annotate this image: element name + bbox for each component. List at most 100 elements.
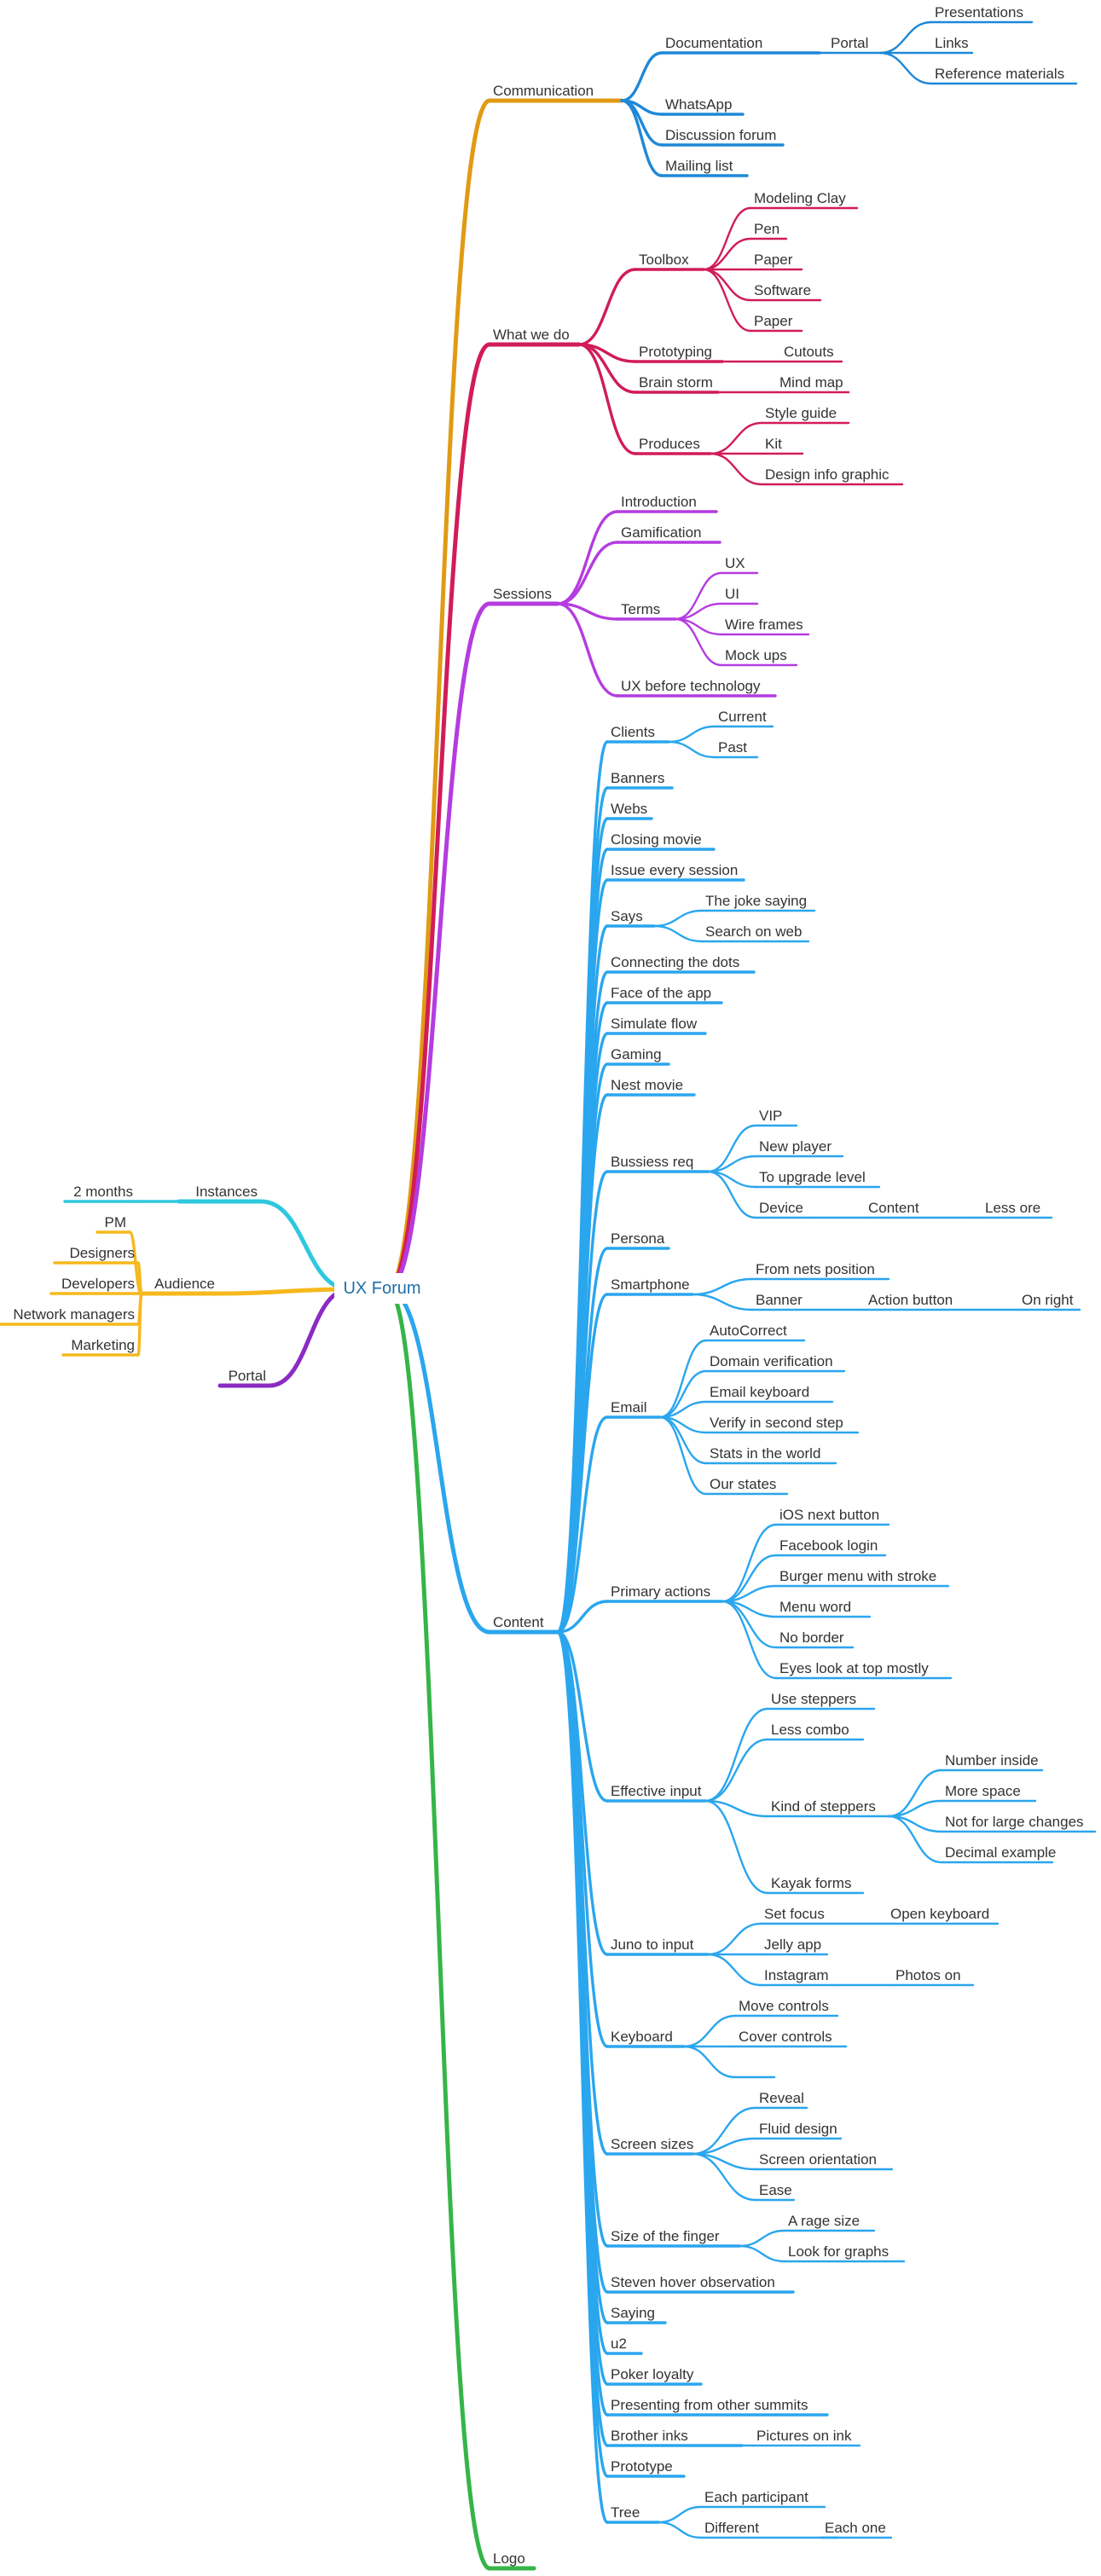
node-number-inside[interactable]: Number inside: [945, 1752, 1039, 1768]
node-face-of-the-app[interactable]: Face of the app: [611, 985, 711, 1001]
node-move-controls[interactable]: Move controls: [739, 1998, 829, 2014]
node-paper[interactable]: Paper: [754, 252, 793, 268]
node-mock-ups[interactable]: Mock ups: [725, 647, 787, 663]
node-kayak-forms[interactable]: Kayak forms: [771, 1875, 851, 1891]
node-cutouts[interactable]: Cutouts: [784, 344, 834, 360]
node-eyes-look-at-top-mostly[interactable]: Eyes look at top mostly: [779, 1660, 929, 1676]
node-kind-of-steppers[interactable]: Kind of steppers: [771, 1798, 876, 1815]
node-screen-orientation[interactable]: Screen orientation: [759, 2151, 877, 2168]
node-email-keyboard[interactable]: Email keyboard: [710, 1384, 809, 1400]
node-toolbox[interactable]: Toolbox: [639, 252, 689, 268]
node-saying[interactable]: Saying: [611, 2305, 655, 2321]
node-no-border[interactable]: No border: [779, 1630, 844, 1646]
node-network-managers[interactable]: Network managers: [13, 1306, 135, 1323]
node-less-combo[interactable]: Less combo: [771, 1722, 849, 1738]
node-pictures-on-ink[interactable]: Pictures on ink: [756, 2428, 852, 2444]
node-kit[interactable]: Kit: [765, 436, 782, 452]
node-device[interactable]: Device: [759, 1200, 803, 1216]
node-wire-frames[interactable]: Wire frames: [725, 617, 803, 633]
node-designers[interactable]: Designers: [69, 1245, 135, 1261]
node-documentation[interactable]: Documentation: [665, 35, 762, 51]
node-search-on-web[interactable]: Search on web: [705, 923, 802, 940]
node-email[interactable]: Email: [611, 1399, 647, 1415]
node-gaming[interactable]: Gaming: [611, 1046, 662, 1062]
node-gamification[interactable]: Gamification: [621, 524, 701, 541]
node-discussion-forum[interactable]: Discussion forum: [665, 127, 776, 143]
node-primary-actions[interactable]: Primary actions: [611, 1583, 710, 1600]
node-new-player[interactable]: New player: [759, 1138, 832, 1155]
node-design-info-graphic[interactable]: Design info graphic: [765, 466, 889, 483]
node-presentations[interactable]: Presentations: [935, 4, 1023, 20]
node-use-steppers[interactable]: Use steppers: [771, 1691, 856, 1707]
node-keyboard[interactable]: Keyboard: [611, 2029, 673, 2045]
node-menu-word[interactable]: Menu word: [779, 1599, 851, 1615]
node-more-space[interactable]: More space: [945, 1783, 1021, 1799]
node-paper[interactable]: Paper: [754, 313, 793, 329]
node-past[interactable]: Past: [718, 739, 747, 755]
node-says[interactable]: Says: [611, 908, 643, 924]
node-persona[interactable]: Persona: [611, 1230, 665, 1247]
node-mind-map[interactable]: Mind map: [779, 374, 843, 391]
node-prototyping[interactable]: Prototyping: [639, 344, 712, 360]
node-content[interactable]: Content: [493, 1614, 544, 1630]
node-fluid-design[interactable]: Fluid design: [759, 2121, 837, 2137]
node-sessions[interactable]: Sessions: [493, 586, 552, 602]
node-connecting-the-dots[interactable]: Connecting the dots: [611, 954, 739, 970]
node-instances[interactable]: Instances: [195, 1184, 258, 1200]
node-burger-menu-with-stroke[interactable]: Burger menu with stroke: [779, 1568, 936, 1584]
node-webs[interactable]: Webs: [611, 801, 647, 817]
node-2-months[interactable]: 2 months: [73, 1184, 133, 1200]
node-set-focus[interactable]: Set focus: [764, 1906, 825, 1922]
node-modeling-clay[interactable]: Modeling Clay: [754, 190, 846, 206]
node-to-upgrade-level[interactable]: To upgrade level: [759, 1169, 866, 1185]
node-prototype[interactable]: Prototype: [611, 2458, 673, 2475]
node-software[interactable]: Software: [754, 282, 811, 298]
node-smartphone[interactable]: Smartphone: [611, 1276, 690, 1293]
node-effective-input[interactable]: Effective input: [611, 1783, 702, 1799]
node-produces[interactable]: Produces: [639, 436, 700, 452]
node-what-we-do[interactable]: What we do: [493, 327, 570, 343]
node-pen[interactable]: Pen: [754, 221, 779, 237]
node-open-keyboard[interactable]: Open keyboard: [890, 1906, 989, 1922]
node-from-nets-position[interactable]: From nets position: [756, 1261, 875, 1277]
node-style-guide[interactable]: Style guide: [765, 405, 837, 421]
node-ios-next-button[interactable]: iOS next button: [779, 1507, 879, 1523]
node-screen-sizes[interactable]: Screen sizes: [611, 2136, 693, 2152]
node-presenting-from-other-summits[interactable]: Presenting from other summits: [611, 2397, 808, 2413]
node-issue-every-session[interactable]: Issue every session: [611, 862, 738, 878]
node-reference-materials[interactable]: Reference materials: [935, 66, 1064, 82]
node-banners[interactable]: Banners: [611, 770, 664, 786]
node-portal[interactable]: Portal: [229, 1368, 266, 1384]
node-verify-in-second-step[interactable]: Verify in second step: [710, 1415, 843, 1431]
node-introduction[interactable]: Introduction: [621, 494, 697, 510]
node-poker-loyalty[interactable]: Poker loyalty: [611, 2366, 694, 2382]
node-u2[interactable]: u2: [611, 2336, 627, 2352]
node-links[interactable]: Links: [935, 35, 969, 51]
node-autocorrect[interactable]: AutoCorrect: [710, 1323, 787, 1339]
node-communication[interactable]: Communication: [493, 83, 594, 99]
node-different[interactable]: Different: [704, 2520, 759, 2536]
node-photos-on[interactable]: Photos on: [895, 1967, 961, 1983]
node-each-one[interactable]: Each one: [825, 2520, 886, 2536]
node-cover-controls[interactable]: Cover controls: [739, 2029, 832, 2045]
node-jelly-app[interactable]: Jelly app: [764, 1936, 821, 1953]
node-less-ore[interactable]: Less ore: [985, 1200, 1040, 1216]
node-logo[interactable]: Logo: [493, 2550, 525, 2567]
node-ux[interactable]: UX: [725, 555, 745, 571]
node-not-for-large-changes[interactable]: Not for large changes: [945, 1814, 1084, 1830]
node-clients[interactable]: Clients: [611, 724, 655, 740]
node-reveal[interactable]: Reveal: [759, 2090, 804, 2106]
node-terms[interactable]: Terms: [621, 601, 660, 617]
node-mailing-list[interactable]: Mailing list: [665, 158, 733, 174]
node-developers[interactable]: Developers: [61, 1276, 135, 1292]
node-decimal-example[interactable]: Decimal example: [945, 1844, 1056, 1861]
node-banner[interactable]: Banner: [756, 1292, 803, 1308]
node-each-participant[interactable]: Each participant: [704, 2489, 808, 2505]
node-closing-movie[interactable]: Closing movie: [611, 831, 702, 848]
node-portal[interactable]: Portal: [831, 35, 868, 51]
node-nest-movie[interactable]: Nest movie: [611, 1077, 683, 1093]
node-stats-in-the-world[interactable]: Stats in the world: [710, 1445, 820, 1462]
node-pm[interactable]: PM: [105, 1214, 127, 1230]
node-steven-hover-observation[interactable]: Steven hover observation: [611, 2274, 775, 2290]
node-domain-verification[interactable]: Domain verification: [710, 1353, 833, 1369]
